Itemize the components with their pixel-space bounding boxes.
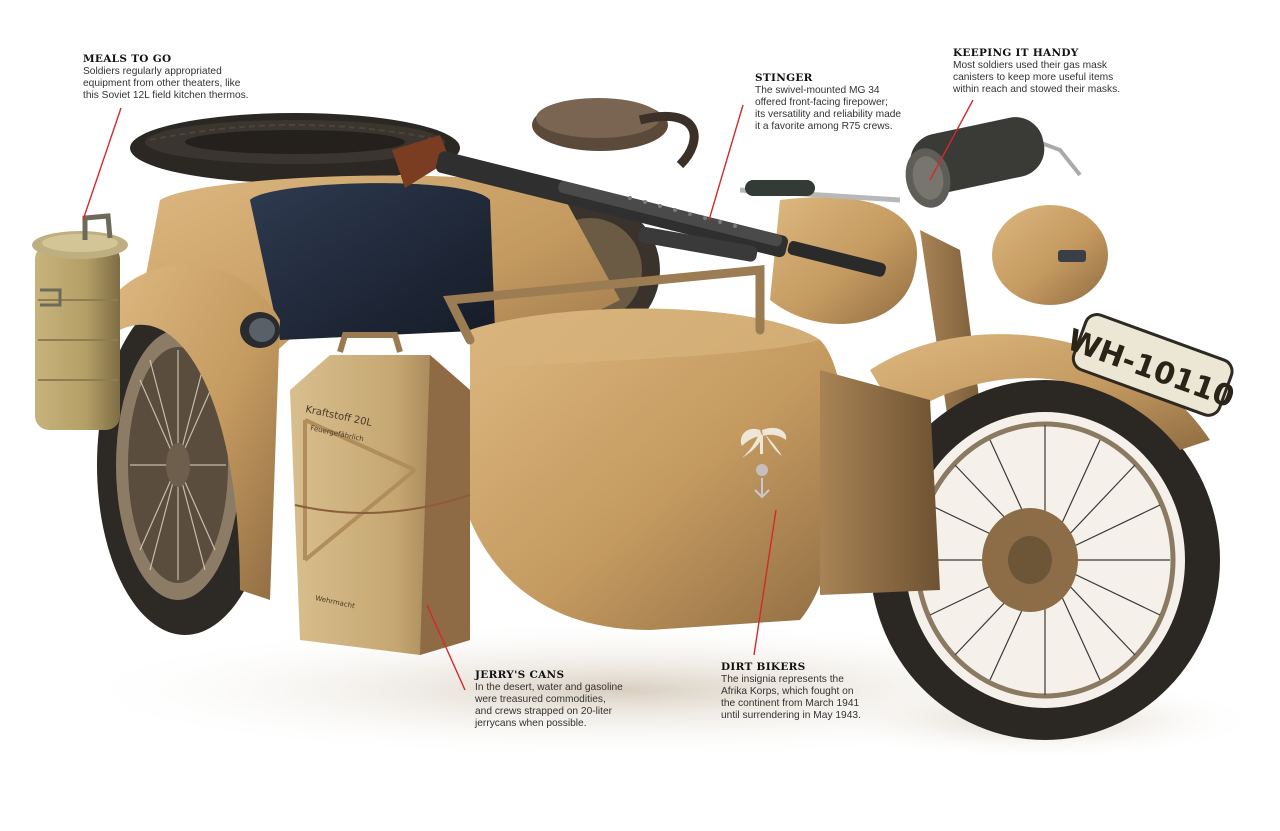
- leader-line-meals: [82, 107, 122, 221]
- callout-jerrys-cans: JERRY'S CANS In the desert, water and ga…: [475, 669, 645, 730]
- leader-line-jerrys: [426, 604, 466, 691]
- headlight: [992, 205, 1108, 305]
- spare-tire: [130, 113, 460, 183]
- leader-line-keeping: [929, 99, 974, 181]
- callout-keeping-it-handy: KEEPING IT HANDY Most soldiers used thei…: [953, 47, 1133, 96]
- callout-title: MEALS TO GO: [83, 53, 172, 65]
- gas-mask-canister: [905, 117, 1045, 208]
- callout-title: DIRT BIKERS: [721, 661, 806, 673]
- callout-body: Most soldiers used their gas mask canist…: [953, 60, 1121, 95]
- front-wheel: [870, 380, 1220, 740]
- callout-title: STINGER: [755, 72, 813, 84]
- sidecar-fender: [110, 264, 280, 600]
- leader-line-stinger: [708, 104, 744, 221]
- rider-saddle: [532, 98, 699, 169]
- callout-meals-to-go: MEALS TO GO Soldiers regularly appropria…: [83, 53, 283, 102]
- jerrycan: Kraftstoff 20L Feuergefährlich Wehrmacht: [290, 332, 471, 655]
- grab-rail: [443, 265, 765, 345]
- engine-block: [820, 370, 940, 595]
- mg34-machine-gun: [392, 135, 886, 277]
- leader-lines: [82, 99, 974, 691]
- callout-body: The insignia represents the Afrika Korps…: [721, 674, 861, 721]
- callout-body: The swivel-mounted MG 34 offered front-f…: [755, 85, 902, 132]
- leader-line-dirt: [753, 509, 777, 656]
- callout-stinger: STINGER The swivel-mounted MG 34 offered…: [755, 72, 925, 133]
- sidecar-nose: [470, 308, 845, 630]
- callout-body: Soldiers regularly appropriated equipmen…: [83, 66, 249, 101]
- callout-body: In the desert, water and gasoline were t…: [475, 682, 623, 729]
- afrika-korps-palm-emblem: [740, 427, 787, 499]
- emblem-marker: [756, 464, 768, 476]
- sidecar-seat: [250, 183, 495, 340]
- field-kitchen-thermos: [32, 213, 128, 430]
- callout-dirt-bikers: DIRT BIKERS The insignia represents the …: [721, 661, 891, 722]
- callout-title: JERRY'S CANS: [475, 669, 565, 681]
- callout-title: KEEPING IT HANDY: [953, 47, 1079, 59]
- front-fender: [870, 334, 1210, 450]
